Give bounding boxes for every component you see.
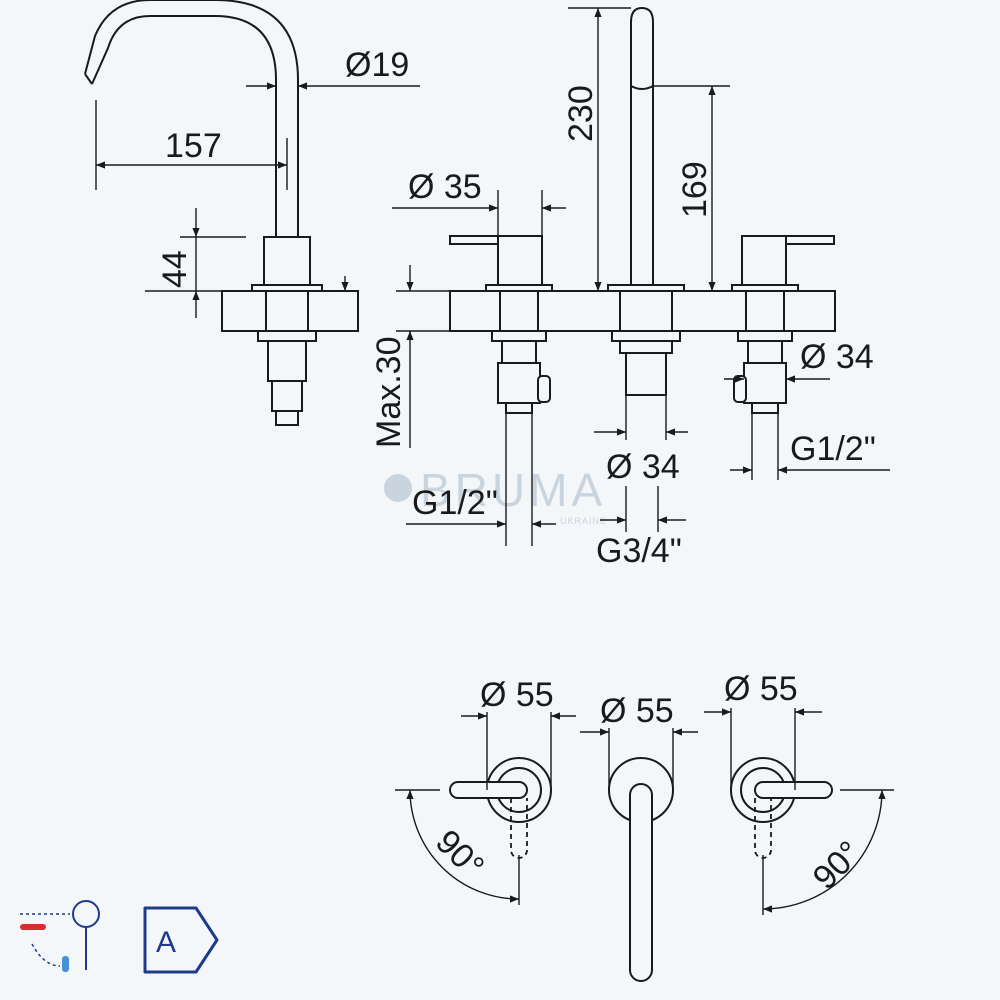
mixer-icon: [20, 900, 100, 972]
watermark-drop-icon: [384, 474, 412, 502]
dim-g34: G3/4": [596, 532, 682, 570]
spout-body: [263, 236, 311, 286]
dim-d34-center: Ø 34: [606, 448, 680, 486]
dim-max30: Max.30: [370, 337, 408, 449]
spout-center: [607, 6, 685, 396]
dim-g12-right: G1/2": [790, 430, 876, 468]
dim-d55-center: Ø 55: [600, 692, 674, 730]
side-view-set: Ø 35 230 169 Ø 34 Ø 34 G1/2" G1/2": [392, 6, 890, 570]
energy-class-icon: A: [143, 906, 219, 974]
energy-class-label: A: [156, 926, 176, 959]
valve-right: [731, 235, 835, 414]
dim-max30-group: Max.30: [370, 265, 450, 448]
watermark: BRUMA UKRAINE: [384, 464, 607, 526]
dim-angle-right: 90°: [806, 834, 869, 897]
dim-angle-left: 90°: [428, 823, 491, 886]
dim-44: 44: [156, 250, 194, 288]
watermark-sub: UKRAINE: [560, 516, 607, 526]
dim-d34-right: Ø 34: [800, 338, 874, 376]
valve-left: [449, 235, 553, 414]
watermark-brand: BRUMA: [420, 464, 606, 516]
top-view: Ø 55 Ø 55 Ø 55 90° 90°: [395, 670, 894, 982]
dim-d35: Ø 35: [408, 168, 482, 206]
dim-d55-right: Ø 55: [724, 670, 798, 708]
dim-169: 169: [676, 161, 714, 218]
dim-230: 230: [562, 85, 600, 142]
dim-157: 157: [165, 127, 222, 165]
dim-d19: Ø19: [345, 46, 409, 84]
dim-g12-left: G1/2": [412, 484, 498, 522]
side-view-spout: 157 Ø19 44: [84, 0, 420, 426]
dim-d55-left: Ø 55: [480, 676, 554, 714]
